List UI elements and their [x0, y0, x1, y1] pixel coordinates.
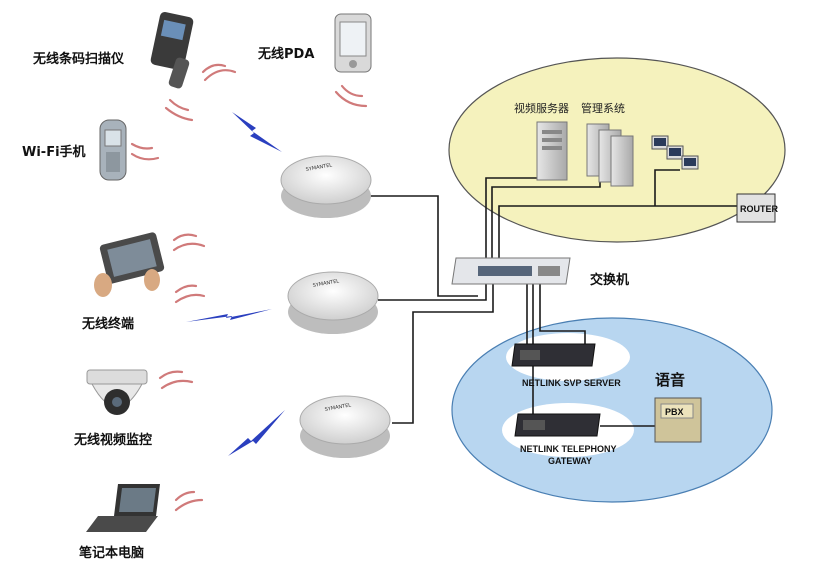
- pbx-label: PBX: [665, 407, 684, 417]
- wireless-terminal-label: 无线终端: [81, 316, 134, 332]
- management-servers-icon: [586, 123, 634, 187]
- svp-server-label: NETLINK SVP SERVER: [522, 378, 621, 388]
- router-label: ROUTER: [740, 204, 779, 214]
- pbx-icon: [654, 397, 702, 443]
- pda-label: 无线PDA: [257, 46, 314, 62]
- network-switch-icon: [451, 257, 571, 285]
- access-point-2: SYMANTEL: [287, 271, 379, 334]
- laptop-label: 笔记本电脑: [79, 545, 144, 561]
- access-point-1: SYMANTEL: [280, 155, 372, 218]
- access-point-3: SYMANTEL: [299, 395, 391, 458]
- pda-icon: [334, 13, 372, 73]
- wiring: [360, 169, 760, 427]
- telephony-gateway-label-1: NETLINK TELEPHONY: [520, 444, 617, 454]
- video-server-label: 视频服务器: [514, 101, 569, 115]
- telephony-gateway-label-2: GATEWAY: [548, 456, 592, 466]
- ap-brand-label: SYMANTEL: [312, 278, 340, 289]
- switch-label: 交换机: [590, 272, 629, 288]
- router-icon: [736, 193, 776, 223]
- barcode-scanner-icon: [150, 11, 194, 89]
- wifi-phone-icon: [99, 119, 127, 181]
- workstations-icon: [651, 135, 699, 170]
- video-surveillance-label: 无线视频监控: [73, 432, 152, 448]
- barcode-scanner-label: 无线条码扫描仪: [32, 51, 125, 67]
- laptop-icon: [86, 484, 160, 532]
- voice-label: 语音: [655, 371, 685, 389]
- security-camera-icon: [86, 369, 148, 415]
- ap-brand-label: SYMANTEL: [324, 402, 352, 413]
- management-system-label: 管理系统: [581, 101, 625, 115]
- video-server-icon: [536, 121, 568, 181]
- svp-server-icon: [511, 343, 596, 367]
- signal-waves: [130, 63, 368, 512]
- wireless-link-icon: [186, 309, 272, 322]
- telephony-gateway-icon: [514, 413, 601, 437]
- wifi-phone-label: Wi-Fi手机: [22, 144, 86, 160]
- wireless-link-icon: [228, 410, 285, 456]
- wireless-terminal-icon: [94, 232, 165, 297]
- wireless-link-icon: [232, 112, 282, 152]
- ap-brand-label: SYMANTEL: [305, 162, 333, 173]
